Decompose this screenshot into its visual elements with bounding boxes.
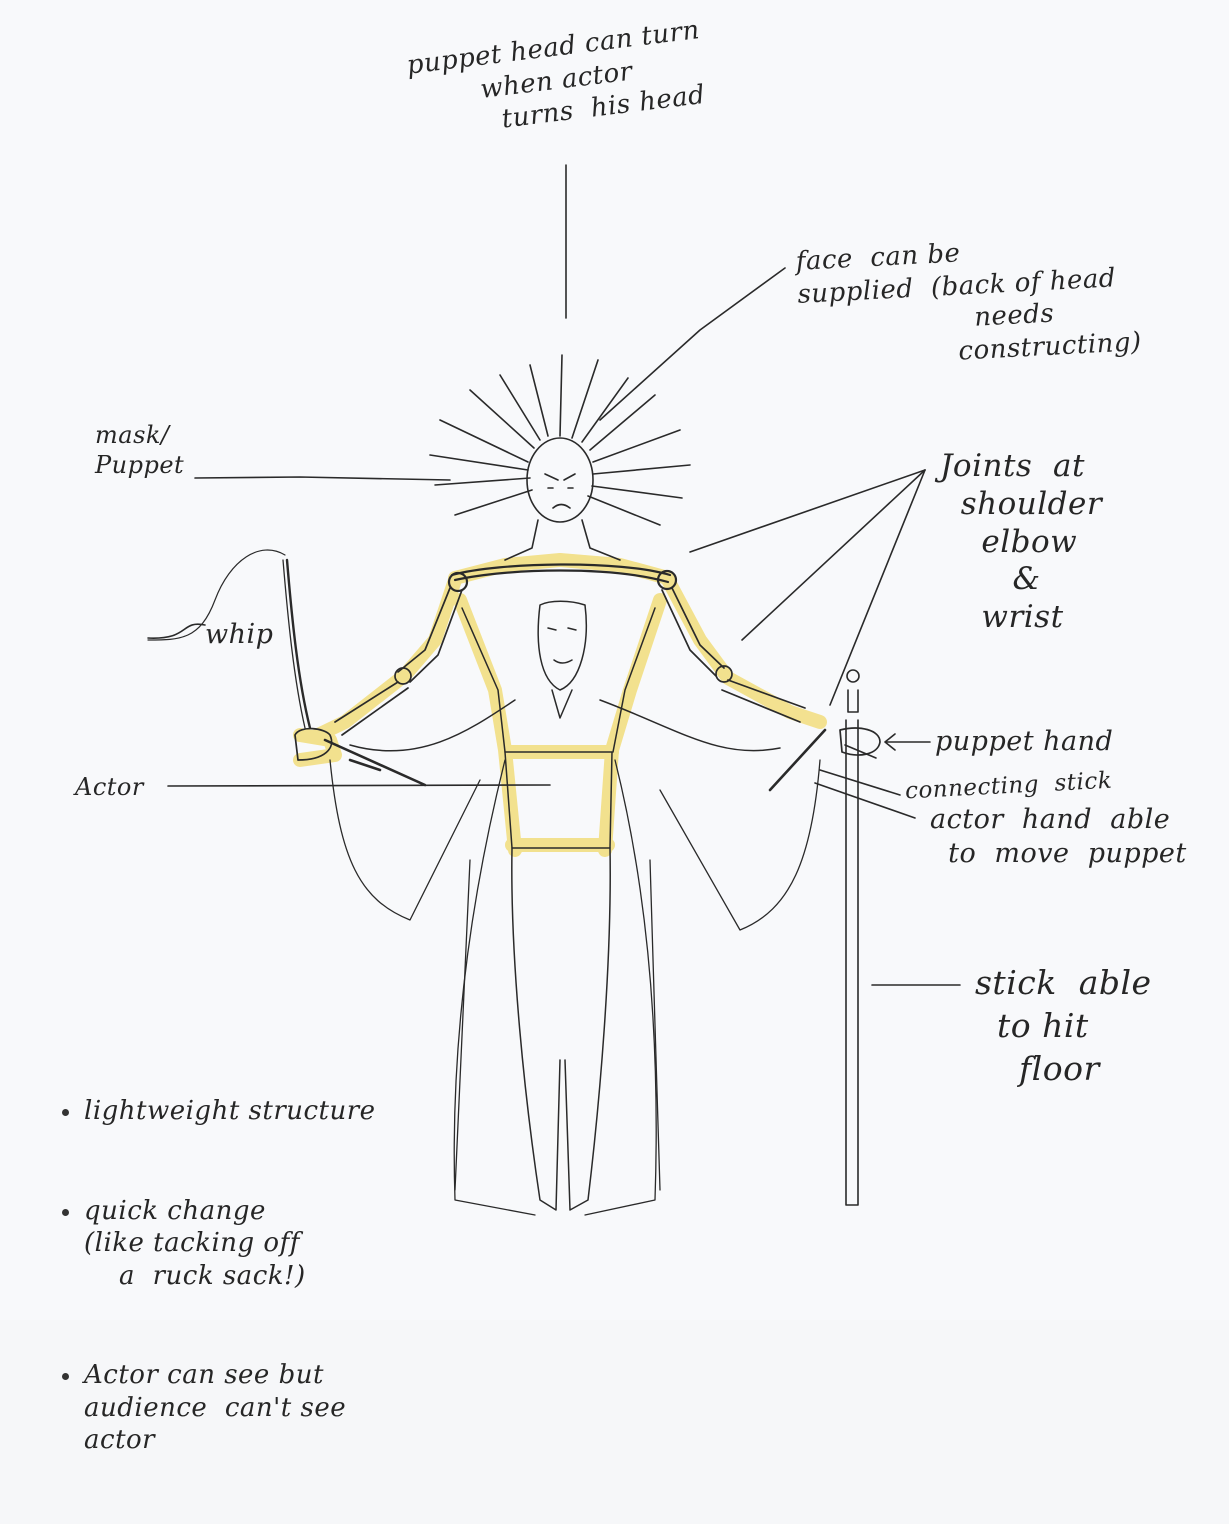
puppet-hand-label: puppet hand — [935, 725, 1113, 759]
face-label: face can be supplied (back of head needs… — [795, 228, 1142, 376]
note-item: Actor can see but audience can't see act… — [58, 1359, 376, 1457]
puppet-head — [430, 355, 690, 560]
mask-puppet-label: mask/ Puppet — [95, 420, 184, 480]
actor-figure — [350, 601, 780, 1210]
puppet-hand-arrow — [885, 734, 930, 750]
frame-highlight — [300, 560, 820, 850]
cloak — [330, 760, 820, 1215]
note-item: quick change (like tacking off a ruck sa… — [58, 1195, 376, 1293]
actor-hand-label: actor hand able to move puppet — [930, 803, 1187, 871]
connecting-sticks — [325, 730, 825, 790]
actor-label: Actor — [75, 772, 144, 802]
notes-list: lightweight structure quick change (like… — [58, 1030, 376, 1524]
puppet-arms — [295, 588, 880, 760]
hair-spikes — [430, 355, 690, 525]
note-item: lightweight structure — [58, 1095, 376, 1128]
sketch-sheet: puppet head can turn when actor turns hi… — [0, 0, 1229, 1320]
whip-label: whip — [205, 618, 273, 652]
stick-floor-label: stick able to hit floor — [975, 962, 1152, 1091]
joints-label: Joints at shoulder elbow & wrist — [940, 448, 1102, 637]
